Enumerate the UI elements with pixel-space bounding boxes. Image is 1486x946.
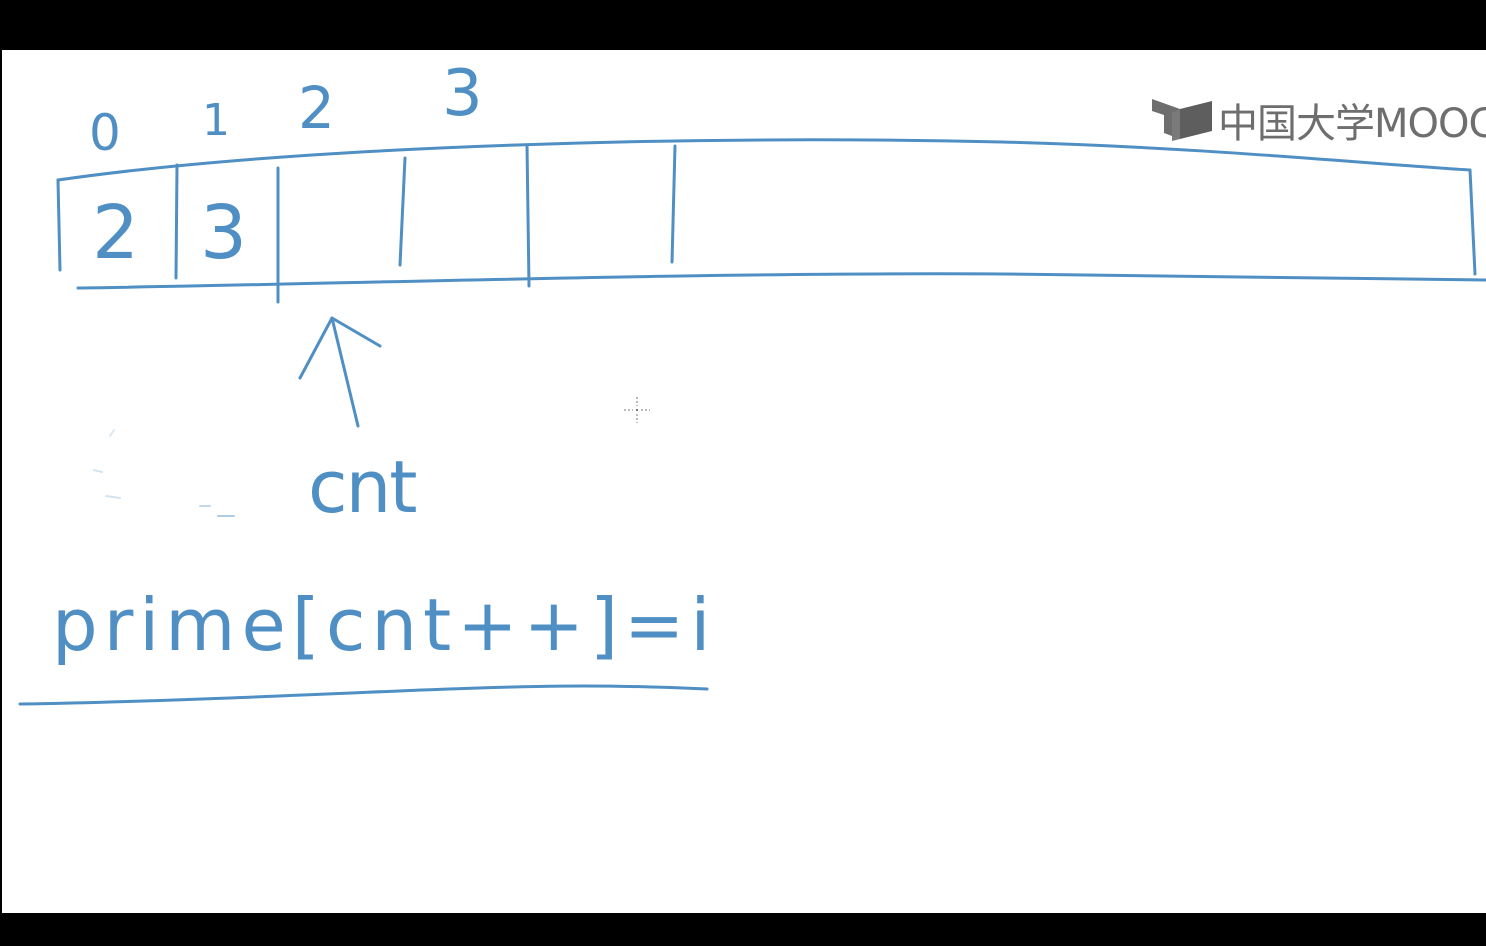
mooc-book-icon bbox=[1152, 99, 1212, 141]
array-index-label: 3 bbox=[442, 57, 483, 131]
top-letterbox bbox=[0, 0, 1486, 50]
code-underline bbox=[18, 684, 709, 706]
array-index-label: 2 bbox=[298, 74, 335, 142]
array-cell-value: 3 bbox=[200, 190, 247, 276]
cell-divider bbox=[670, 144, 677, 264]
pointer-arrow bbox=[330, 316, 360, 428]
whiteboard: 0 1 2 3 2 3 cnt prime[cnt++]=i bbox=[2, 50, 1486, 913]
pointer-label: cnt bbox=[308, 445, 416, 529]
code-line: prime[cnt++]=i bbox=[52, 583, 716, 667]
array-bottom-edge bbox=[76, 272, 1486, 290]
mooc-watermark: 中国大学MOOC bbox=[1150, 95, 1486, 147]
array-cell-value: 2 bbox=[92, 190, 139, 276]
cell-divider bbox=[174, 163, 179, 280]
crosshair-cursor-icon bbox=[622, 395, 652, 425]
pointer-arrow-head bbox=[298, 316, 382, 380]
array-left-edge bbox=[56, 178, 62, 272]
erased-mark bbox=[93, 469, 103, 473]
array-index-label: 1 bbox=[202, 95, 230, 146]
bottom-letterbox bbox=[0, 913, 1486, 946]
array-index-label: 0 bbox=[89, 104, 121, 162]
watermark-text: 中国大学MOOC bbox=[1218, 101, 1486, 147]
erased-mark bbox=[105, 495, 121, 499]
array-right-edge bbox=[1468, 168, 1477, 276]
cell-divider bbox=[525, 143, 531, 288]
array-top-edge bbox=[56, 138, 1472, 182]
cell-divider bbox=[398, 156, 407, 267]
erased-mark bbox=[109, 429, 115, 437]
whiteboard-drawing: 0 1 2 3 2 3 cnt prime[cnt++]=i bbox=[18, 57, 1486, 706]
